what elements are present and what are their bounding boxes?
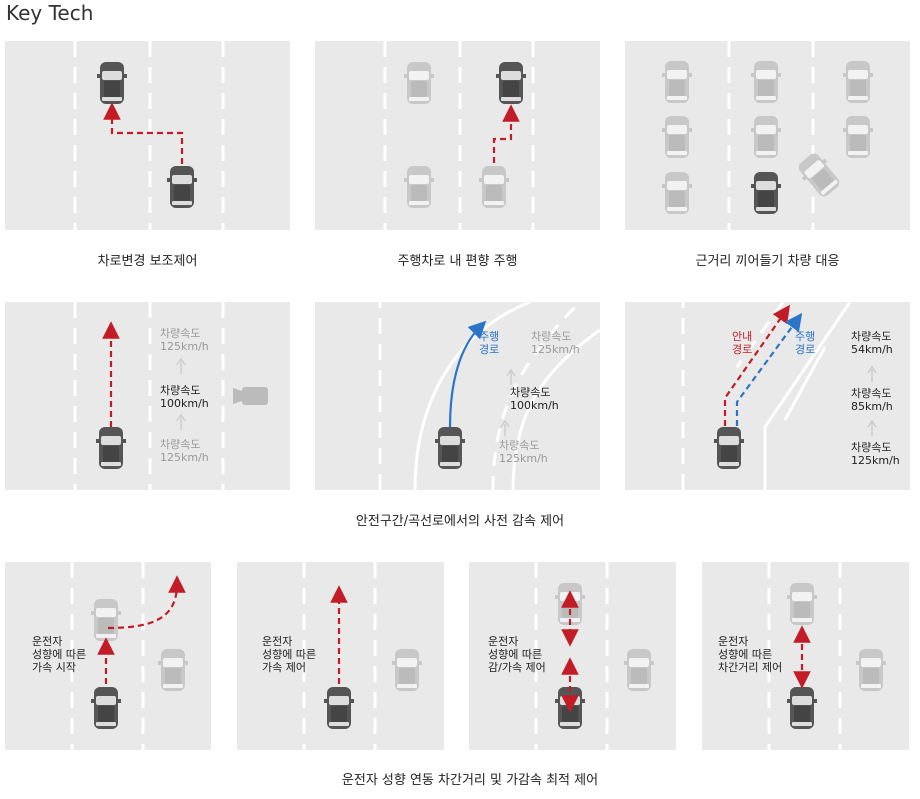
lane-change-path xyxy=(103,102,184,164)
driving-route-path xyxy=(735,312,803,426)
ego-car-icon xyxy=(714,427,744,469)
lead-car-icon xyxy=(787,583,817,625)
ego-car-icon xyxy=(751,172,781,214)
ego-car-icon xyxy=(787,687,817,729)
target-car-icon xyxy=(97,62,127,104)
ego-car-icon xyxy=(91,687,121,729)
lane-bias-driving-panel xyxy=(315,41,600,230)
cut-in-car-icon xyxy=(794,149,844,201)
lane-change-assist-panel xyxy=(5,41,290,230)
ego-car-icon xyxy=(96,427,126,469)
cut-in-response-panel xyxy=(625,41,910,230)
ego-car-icon xyxy=(435,427,465,469)
driving-route-path xyxy=(448,320,487,428)
page-title: Key Tech xyxy=(6,1,94,25)
neighbor-car-icon xyxy=(404,166,434,208)
neighbor-car-icon xyxy=(404,62,434,104)
speed-camera-icon xyxy=(233,387,268,405)
caption-driver-adaptive: 운전자 성향 연동 차간거리 및 가감속 최적 제어 xyxy=(341,773,599,788)
bias-path xyxy=(492,104,520,163)
ego-car-icon xyxy=(324,687,354,729)
caption-cut-in: 근거리 끼어들기 차량 대응 xyxy=(695,254,840,269)
ego-car-icon xyxy=(167,166,197,208)
target-car-icon xyxy=(496,62,526,104)
ego-car-icon xyxy=(479,166,509,208)
ego-car-icon xyxy=(555,687,585,729)
departing-path xyxy=(107,575,186,630)
caption-lane-bias: 주행차로 내 편향 주행 xyxy=(397,254,518,269)
caption-predictive-decel: 안전구간/곡선로에서의 사전 감속 제어 xyxy=(355,514,565,529)
caption-lane-change: 차로변경 보조제어 xyxy=(97,254,198,269)
departing-car-icon xyxy=(91,599,121,641)
